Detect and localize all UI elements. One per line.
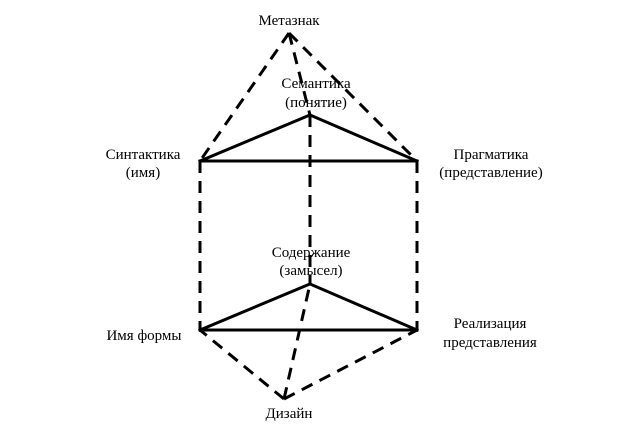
label-sintaktika: Синтактика [106,147,181,163]
edge-soderzhanie-realizatsiya [308,282,419,332]
label-realizatsiya: Реализация [454,316,527,332]
label-semantika-sub: (понятие) [285,95,347,111]
label-pragmatika-sub: (представление) [439,165,542,181]
edge-sintaktika-semantika [198,113,312,163]
label-imya-formy: Имя формы [106,328,181,344]
edge-dizain-realizatsiya [283,328,418,401]
edge-metaznak-semantika [287,32,312,116]
edge-imya-formy-soderzhanie [198,282,312,332]
label-sintaktika-sub: (имя) [126,165,160,181]
label-dizain: Дизайн [266,406,313,422]
edge-metaznak-sintaktika [198,32,291,162]
label-soderzhanie: Содержание [272,245,351,261]
label-soderzhanie-sub: (замысел) [279,263,342,279]
edge-metaznak-pragmatika [287,31,419,163]
edge-dizain-imya-formy [199,328,285,401]
label-metaznak: Метазнак [258,13,320,29]
edge-dizain-soderzhanie [282,283,312,400]
label-semantika: Семантика [281,76,351,92]
label-pragmatika: Прагматика [454,147,529,163]
edge-semantika-pragmatika [308,113,419,163]
label-realizatsiya-sub: представления [443,335,537,351]
